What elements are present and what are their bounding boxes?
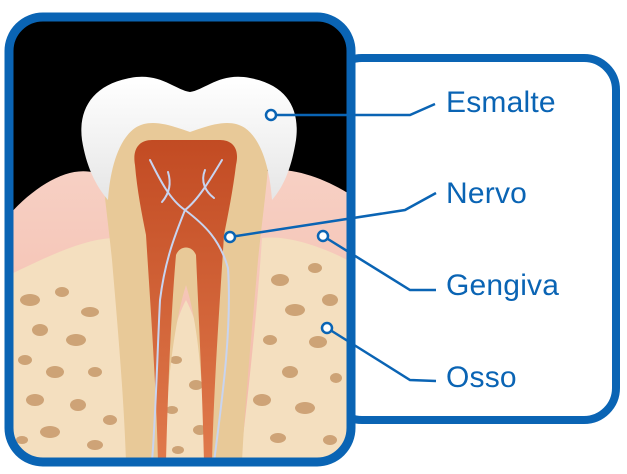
enamel-marker-dot — [266, 110, 276, 120]
label-enamel: Esmalte — [446, 88, 556, 118]
illustration-frame — [9, 17, 351, 462]
bone — [9, 238, 130, 462]
gum-marker-dot — [318, 231, 328, 241]
label-gum: Gengiva — [446, 271, 559, 301]
label-nerve: Nervo — [446, 179, 527, 209]
nerve-marker-dot — [225, 232, 235, 242]
label-bone: Osso — [446, 363, 517, 393]
bone-marker-dot — [322, 323, 332, 333]
